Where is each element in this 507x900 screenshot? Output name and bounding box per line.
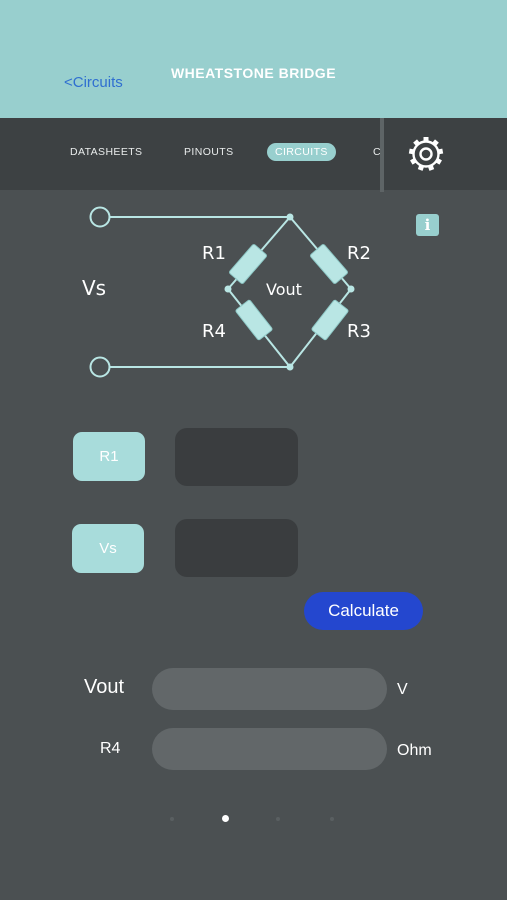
resistor-r1-body [229, 244, 267, 284]
source-label: Vs [82, 276, 106, 300]
r4-unit: Ohm [397, 742, 432, 759]
app-header: <Circuits WHEATSTONE BRIDGE [0, 0, 507, 118]
pager-dot-active[interactable] [222, 815, 229, 822]
vout-node-label: Vout [266, 280, 302, 299]
page-title: WHEATSTONE BRIDGE [170, 65, 337, 81]
tab-pinouts[interactable]: PINOUTS [184, 146, 234, 158]
node-right [347, 285, 355, 293]
vout-unit: V [397, 681, 408, 698]
tab-divider [380, 118, 384, 192]
tab-bar: DATASHEETS PINOUTS CIRCUITS C [0, 118, 507, 190]
tab-circuits[interactable]: CIRCUITS [267, 143, 336, 161]
node-top [286, 213, 294, 221]
tab-partial[interactable]: C [373, 146, 380, 158]
resistor-r3-label: R3 [347, 321, 371, 342]
resistor-r2-body [310, 244, 348, 284]
r4-label: R4 [100, 740, 121, 757]
vout-output-field [152, 668, 387, 710]
node-left [224, 285, 232, 293]
r4-output-field [152, 728, 387, 770]
settings-button[interactable] [404, 132, 448, 176]
calculate-button[interactable]: Calculate [304, 592, 423, 630]
wheatstone-bridge-diagram: Vs Vout R1 R2 R3 R4 [82, 206, 371, 378]
terminal-bottom [89, 356, 111, 378]
pager-dot[interactable] [276, 817, 280, 821]
back-link-circuits[interactable]: <Circuits [64, 74, 123, 91]
resistor-r4-body [235, 299, 273, 341]
pager-dot[interactable] [170, 817, 174, 821]
r1-input[interactable] [175, 428, 298, 486]
pager-dot[interactable] [330, 817, 334, 821]
resistor-r2-label: R2 [347, 243, 371, 264]
tab-datasheets[interactable]: DATASHEETS [70, 146, 143, 158]
vout-label: Vout [84, 676, 125, 698]
resistor-r3-body [311, 299, 349, 341]
vs-select-button[interactable]: Vs [72, 524, 144, 573]
resistor-r4-label: R4 [202, 321, 226, 342]
node-bottom [286, 363, 294, 371]
terminal-top [89, 206, 111, 228]
vs-input[interactable] [175, 519, 298, 577]
gear-icon [408, 137, 444, 171]
info-icon[interactable]: i [416, 214, 439, 236]
resistor-r1-label: R1 [202, 243, 226, 264]
r1-select-button[interactable]: R1 [73, 432, 145, 481]
